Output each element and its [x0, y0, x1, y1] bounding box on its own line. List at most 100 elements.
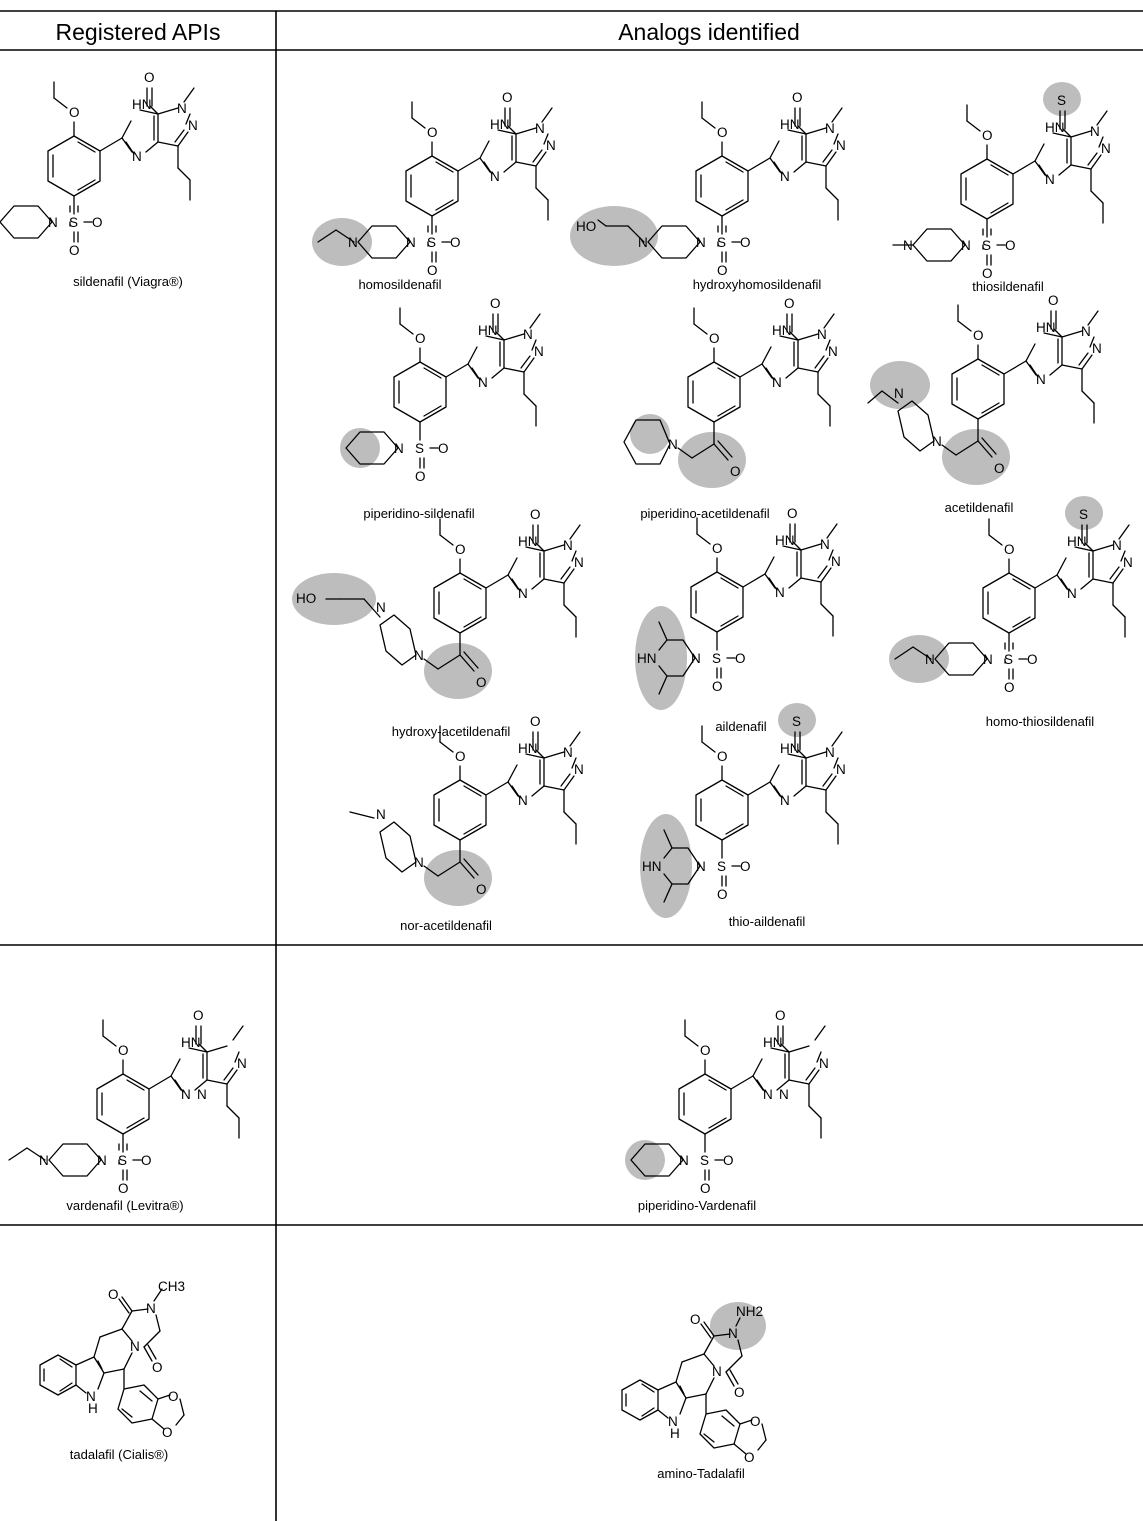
- atom-label: N: [961, 238, 971, 253]
- caption-aildenafil: aildenafil: [715, 719, 766, 734]
- atom-label: O: [723, 1153, 734, 1168]
- atom-label: O: [1004, 542, 1015, 557]
- highlight-dimethylpiperazine-2: [640, 814, 692, 918]
- atom-label: O: [1004, 680, 1015, 695]
- header-analogs-identified: Analogs identified: [618, 19, 800, 45]
- atom-label: N: [820, 537, 830, 552]
- atom-label: HN: [490, 117, 510, 132]
- atom-label: N: [1090, 124, 1100, 139]
- atom-label: HO: [296, 591, 316, 606]
- atom-label: N: [696, 235, 706, 250]
- atom-label: S: [700, 1153, 709, 1168]
- atom-o-sulfonyl: O: [92, 215, 103, 230]
- atom-n-pip-1: N: [48, 215, 58, 230]
- atom-label: N: [679, 1153, 689, 1168]
- highlight-amino: [710, 1302, 766, 1350]
- atom-label: N: [825, 121, 835, 136]
- atom-label: N: [414, 648, 424, 663]
- atom-label: N: [478, 375, 488, 390]
- atom-label: N: [490, 169, 500, 184]
- caption-acetildenafil: acetildenafil: [945, 500, 1014, 515]
- atom-label: N: [574, 555, 584, 570]
- atom-label: O: [438, 441, 449, 456]
- atom-label: O: [717, 887, 728, 902]
- atom-s: S: [69, 215, 78, 230]
- atom-label: N: [86, 1389, 96, 1404]
- caption-piperidino-vardenafil: piperidino-Vardenafil: [638, 1198, 756, 1213]
- structure-piperidino-vardenafil: O HN N N O N S O O N: [625, 1008, 829, 1196]
- atom-label: N: [831, 554, 841, 569]
- structure-acetildenafil: O HN N O N N N N O: [867, 293, 1102, 485]
- atom-label: HN: [763, 1035, 783, 1050]
- atom-label: N: [817, 327, 827, 342]
- atom-label: N: [1067, 586, 1077, 601]
- atom-label: O: [168, 1389, 179, 1404]
- atom-label: HN: [1036, 320, 1056, 335]
- atom-label: S: [415, 441, 424, 456]
- atom-label: N: [775, 585, 785, 600]
- caption-sildenafil: sildenafil (Viagra®): [73, 274, 183, 289]
- atom-label: O: [750, 1414, 761, 1429]
- atom-label: N: [638, 235, 648, 250]
- atom-label: HN: [518, 534, 538, 549]
- atom-label: O: [973, 328, 984, 343]
- atom-label: N: [546, 138, 556, 153]
- atom-label: N: [836, 138, 846, 153]
- caption-homo-thiosildenafil: homo-thiosildenafil: [986, 714, 1095, 729]
- atom-label: N: [780, 169, 790, 184]
- atom-label: N: [668, 437, 678, 452]
- atom-label: N: [772, 375, 782, 390]
- atom-label: N: [181, 1087, 191, 1102]
- caption-hydroxyhomosildenafil: hydroxyhomosildenafil: [693, 277, 822, 292]
- atom-label: O: [734, 1385, 745, 1400]
- atom-label: O: [744, 1450, 755, 1465]
- atom-label: N: [574, 762, 584, 777]
- atom-label: N: [518, 793, 528, 808]
- atom-label: O: [690, 1312, 701, 1327]
- atom-label: O: [740, 235, 751, 250]
- atom-label: N: [1112, 538, 1122, 553]
- atom-label: O: [530, 714, 541, 729]
- caption-thio-aildenafil: thio-aildenafil: [729, 914, 806, 929]
- highlight-ketone-3: [424, 643, 492, 699]
- atom-label: N: [825, 745, 835, 760]
- atom-label: O: [455, 542, 466, 557]
- atom-label: S: [427, 235, 436, 250]
- caption-amino-tadalafil: amino-Tadalafil: [657, 1466, 745, 1481]
- atom-label: N: [925, 652, 935, 667]
- highlight-ethyl-3: [889, 635, 949, 683]
- structure-homosildenafil: O HN N O N N S O O N N: [312, 90, 556, 278]
- atom-label: N: [39, 1153, 49, 1168]
- atom-label: N: [712, 1364, 722, 1379]
- atom-label: N: [728, 1326, 738, 1341]
- atom-label: O: [1027, 652, 1038, 667]
- atom-label: N: [563, 745, 573, 760]
- atom-label: HN: [478, 323, 498, 338]
- highlight-ketone: [678, 432, 746, 488]
- caption-piperidino-sildenafil: piperidino-sildenafil: [363, 506, 474, 521]
- atom-label: N: [763, 1087, 773, 1102]
- atom-label: N: [668, 1414, 678, 1429]
- atom-hn: HN: [132, 97, 152, 112]
- highlight-piperidine-2: [630, 414, 670, 454]
- atom-label: S: [1004, 652, 1013, 667]
- atom-label: HN: [518, 741, 538, 756]
- atom-label: O: [193, 1008, 204, 1023]
- atom-label: N: [523, 327, 533, 342]
- atom-label: H: [670, 1426, 680, 1441]
- highlight-piperidine-3: [625, 1140, 665, 1180]
- atom-label: HN: [1045, 120, 1065, 135]
- atom-label: N: [828, 344, 838, 359]
- atom-label: O: [455, 749, 466, 764]
- structure-tadalafil: O N CH3 N O N H O O: [39, 1279, 185, 1440]
- caption-thiosildenafil: thiosildenafil: [972, 279, 1044, 294]
- atom-label: N: [535, 121, 545, 136]
- atom-label: N: [1092, 341, 1102, 356]
- highlight-hydroxyethyl: [570, 206, 658, 266]
- atom-label: O: [415, 331, 426, 346]
- atom-label: NH2: [736, 1304, 763, 1319]
- atom-label: O: [427, 263, 438, 278]
- caption-homosildenafil: homosildenafil: [358, 277, 441, 292]
- atom-label: HN: [1067, 534, 1087, 549]
- structure-sildenafil: O HN N O N N S O O N N: [0, 70, 198, 258]
